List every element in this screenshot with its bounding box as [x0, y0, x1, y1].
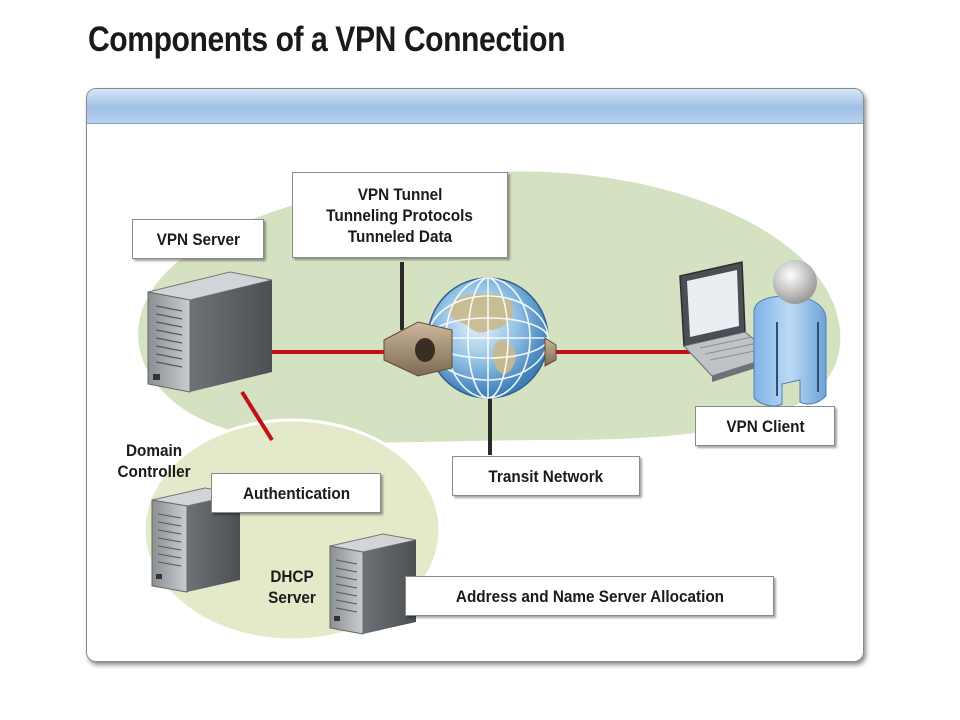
tunnel-line-1: VPN Tunnel	[357, 184, 443, 204]
page-title: Components of a VPN Connection	[88, 20, 566, 59]
dhcp-server-caption: DHCP Server	[268, 567, 316, 607]
dhcp-server-icon	[329, 533, 417, 635]
server-icon	[147, 271, 273, 393]
vpn-server-label: VPN Server	[132, 219, 264, 259]
domain-controller-icon	[151, 487, 241, 593]
link-server-domain	[240, 390, 274, 442]
tunnel-line-2: Tunneling Protocols	[326, 205, 474, 225]
user-icon	[753, 260, 827, 407]
vpn-client-label: VPN Client	[695, 406, 835, 446]
laptop-icon	[679, 261, 777, 382]
domain-controller-caption: Domain Controller	[117, 441, 191, 481]
tunnel-connector-icon	[383, 321, 557, 377]
tunnel-line-3: Tunneled Data	[347, 226, 453, 246]
address-allocation-label: Address and Name Server Allocation	[405, 576, 774, 616]
vpn-tunnel-label: VPN Tunnel Tunneling Protocols Tunneled …	[292, 172, 508, 258]
authentication-label: Authentication	[211, 473, 381, 513]
transit-network-label: Transit Network	[452, 456, 640, 496]
panel-header-bar	[87, 89, 863, 124]
